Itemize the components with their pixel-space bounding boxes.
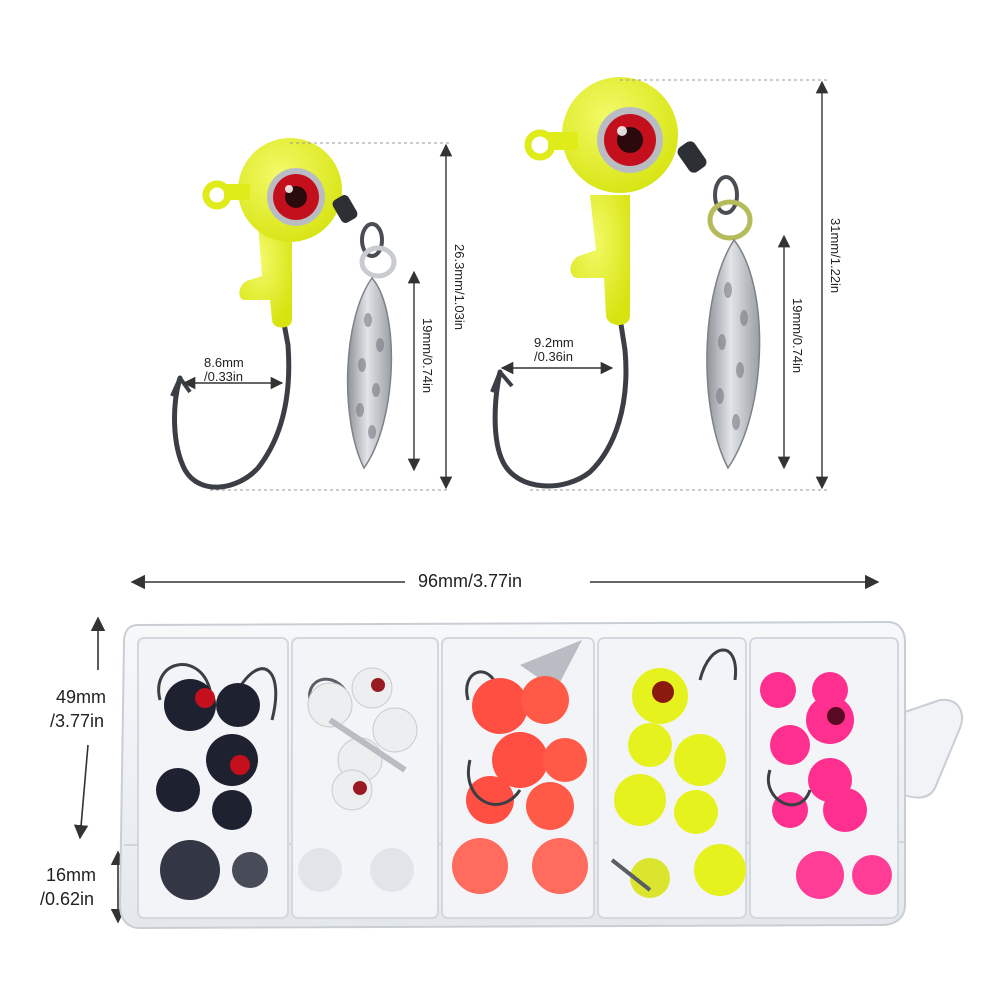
- small-jig: [170, 138, 453, 491]
- large-jig-swivel: [677, 141, 753, 241]
- large-hook-gap-mm: 9.2mm: [534, 335, 574, 350]
- small-blade-length-label: 19mm/0.74in: [420, 318, 435, 394]
- small-total-length-label: 26.3mm/1.03in: [452, 244, 467, 330]
- large-blade-length-label: 19mm/0.74in: [790, 298, 805, 374]
- compartment-chartreuse: [597, 637, 747, 919]
- box-width-label: 96mm/3.77in: [418, 571, 523, 591]
- box-height-mm: 49mm: [56, 687, 107, 707]
- box-depth-in: /0.62in: [40, 889, 95, 909]
- box-depth-mm: 16mm: [46, 865, 97, 885]
- large-jig-hook: [492, 315, 629, 489]
- compartment-white: [291, 637, 439, 919]
- small-jig-collar: [239, 222, 292, 328]
- box-latch: [904, 698, 963, 799]
- large-jig: [490, 77, 829, 491]
- small-jig-hook: [172, 315, 292, 490]
- small-jig-blade: [346, 276, 393, 470]
- small-jig-eye: [267, 168, 325, 226]
- large-total-length-label: 31mm/1.22in: [828, 218, 843, 294]
- compartment-pink: [749, 637, 899, 919]
- compartment-orange: [441, 637, 595, 919]
- small-hook-gap-in: /0.33in: [204, 369, 244, 384]
- compartment-black: [137, 637, 289, 919]
- large-hook-gap-in: /0.36in: [534, 349, 574, 364]
- small-hook-gap-mm: 8.6mm: [204, 355, 244, 370]
- small-jig-swivel: [332, 195, 397, 279]
- large-jig-eye: [597, 107, 663, 173]
- tackle-box: [73, 574, 963, 930]
- large-jig-collar: [570, 195, 630, 325]
- box-height-arrow-bottom: [73, 744, 89, 840]
- large-jig-blade: [706, 238, 761, 470]
- box-height-in: /3.77in: [50, 711, 105, 731]
